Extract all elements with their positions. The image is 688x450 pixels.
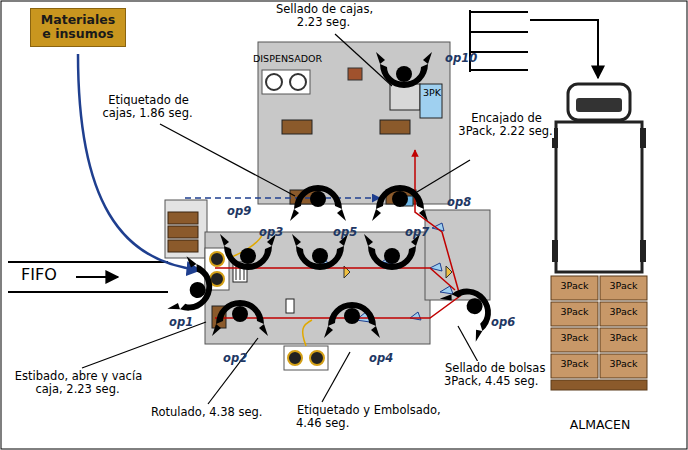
operator-number: op7 bbox=[404, 226, 444, 239]
label-text: Sellado de bolsas 3Pack, 4.45 seg. bbox=[444, 361, 545, 388]
box-label: 3Pack bbox=[600, 333, 647, 344]
label-text: op10 bbox=[444, 51, 478, 65]
supply-arrow bbox=[78, 54, 200, 270]
step-label: Estibado, abre y vacía caja, 2.23 seg. bbox=[8, 370, 148, 396]
label-text: 3Pack bbox=[609, 306, 639, 317]
label-text: ALMACEN bbox=[569, 417, 632, 432]
dispenser bbox=[348, 68, 362, 80]
label-text: 3PK bbox=[422, 87, 442, 98]
operator bbox=[440, 276, 504, 342]
conveyor-line bbox=[8, 291, 168, 293]
tape-holder bbox=[262, 70, 310, 94]
label-text: 3Pack bbox=[560, 280, 590, 291]
label-text: op5 bbox=[332, 225, 358, 239]
label-text: op8 bbox=[446, 195, 472, 209]
box bbox=[168, 212, 198, 224]
label-text: 3Pack bbox=[609, 280, 639, 291]
operator bbox=[292, 234, 348, 270]
box bbox=[168, 226, 198, 238]
operator bbox=[220, 234, 276, 270]
part-label: 3PK bbox=[422, 88, 444, 99]
operator bbox=[212, 300, 268, 336]
node-text: Materiales e insumos bbox=[35, 13, 121, 42]
operator bbox=[376, 52, 432, 88]
step-label: Rotulado, 4.38 seg. bbox=[150, 406, 290, 419]
flow-label: FIFO bbox=[20, 266, 76, 284]
truck bbox=[552, 84, 646, 272]
work-table bbox=[205, 232, 430, 344]
label-text: op6 bbox=[490, 315, 516, 329]
label-text: 3Pack bbox=[560, 306, 590, 317]
operator-number: op1 bbox=[168, 316, 208, 329]
area-label: ALMACEN bbox=[555, 418, 645, 432]
box-label: 3Pack bbox=[600, 307, 647, 318]
label-text: Etiquetado de cajas, 1.86 seg. bbox=[102, 93, 193, 120]
operator-number: op4 bbox=[368, 352, 408, 365]
step-label: Encajado de 3Pack, 2.22 seg. bbox=[458, 112, 554, 138]
step-label: Sellado de cajas, 2.23 seg. bbox=[262, 3, 386, 29]
label-text: op7 bbox=[404, 225, 430, 239]
box-label: 3Pack bbox=[551, 307, 598, 318]
box bbox=[168, 240, 198, 252]
label-text: op9 bbox=[226, 204, 252, 218]
label-text: op2 bbox=[222, 351, 248, 365]
pallet bbox=[551, 276, 647, 390]
label-text: Estibado, abre y vacía caja, 2.23 seg. bbox=[14, 369, 142, 396]
box-label: 3Pack bbox=[551, 333, 598, 344]
operator-number: op5 bbox=[332, 226, 372, 239]
box-label: 3Pack bbox=[600, 359, 647, 370]
operator bbox=[167, 256, 220, 321]
conveyor-line bbox=[8, 261, 168, 263]
flow-line bbox=[185, 197, 380, 199]
label-text: Rotulado, 4.38 seg. bbox=[150, 405, 263, 419]
label-text: Etiquetado y Embolsado, 4.46 seg. bbox=[296, 403, 441, 430]
step-label: Sellado de bolsas 3Pack, 4.45 seg. bbox=[444, 362, 554, 388]
box bbox=[380, 120, 410, 134]
operator-number: op9 bbox=[226, 205, 266, 218]
label-text: 3Pack bbox=[609, 358, 639, 369]
label-text: Sellado de cajas, 2.23 seg. bbox=[275, 2, 373, 29]
leader-line bbox=[82, 34, 478, 404]
operator bbox=[364, 234, 420, 270]
operator bbox=[324, 302, 380, 338]
operator-number: op3 bbox=[258, 226, 298, 239]
box-label: 3Pack bbox=[551, 359, 598, 370]
operator-number: op8 bbox=[446, 196, 486, 209]
label-text: op1 bbox=[168, 315, 194, 329]
operator-number: op10 bbox=[444, 52, 484, 65]
label-text: op3 bbox=[258, 225, 284, 239]
box-label: 3Pack bbox=[551, 281, 598, 292]
fifo-arrow bbox=[76, 276, 118, 278]
work-table bbox=[258, 42, 450, 204]
operator-number: op6 bbox=[490, 316, 530, 329]
supply-box: Materiales e insumos bbox=[30, 8, 126, 47]
tape-holder bbox=[284, 346, 328, 370]
label-text: op4 bbox=[368, 351, 394, 365]
part-label: DISPENSADOR bbox=[252, 54, 342, 65]
label-text: 3Pack bbox=[560, 332, 590, 343]
label-text: 3Pack bbox=[560, 358, 590, 369]
step-label: Etiquetado de cajas, 1.86 seg. bbox=[92, 94, 204, 120]
box bbox=[282, 120, 312, 134]
label-text: 3Pack bbox=[609, 332, 639, 343]
operator bbox=[290, 185, 346, 221]
label-text: DISPENSADOR bbox=[252, 53, 323, 64]
label-text: FIFO bbox=[20, 265, 58, 284]
label-text: Encajado de 3Pack, 2.22 seg. bbox=[458, 111, 553, 138]
shelf bbox=[165, 200, 207, 258]
operator-number: op2 bbox=[222, 352, 262, 365]
box-label: 3Pack bbox=[600, 281, 647, 292]
bag-stack bbox=[420, 84, 442, 118]
flow-line bbox=[215, 150, 460, 318]
step-label: Etiquetado y Embolsado, 4.46 seg. bbox=[296, 404, 446, 430]
shipping-arrow bbox=[530, 20, 598, 78]
